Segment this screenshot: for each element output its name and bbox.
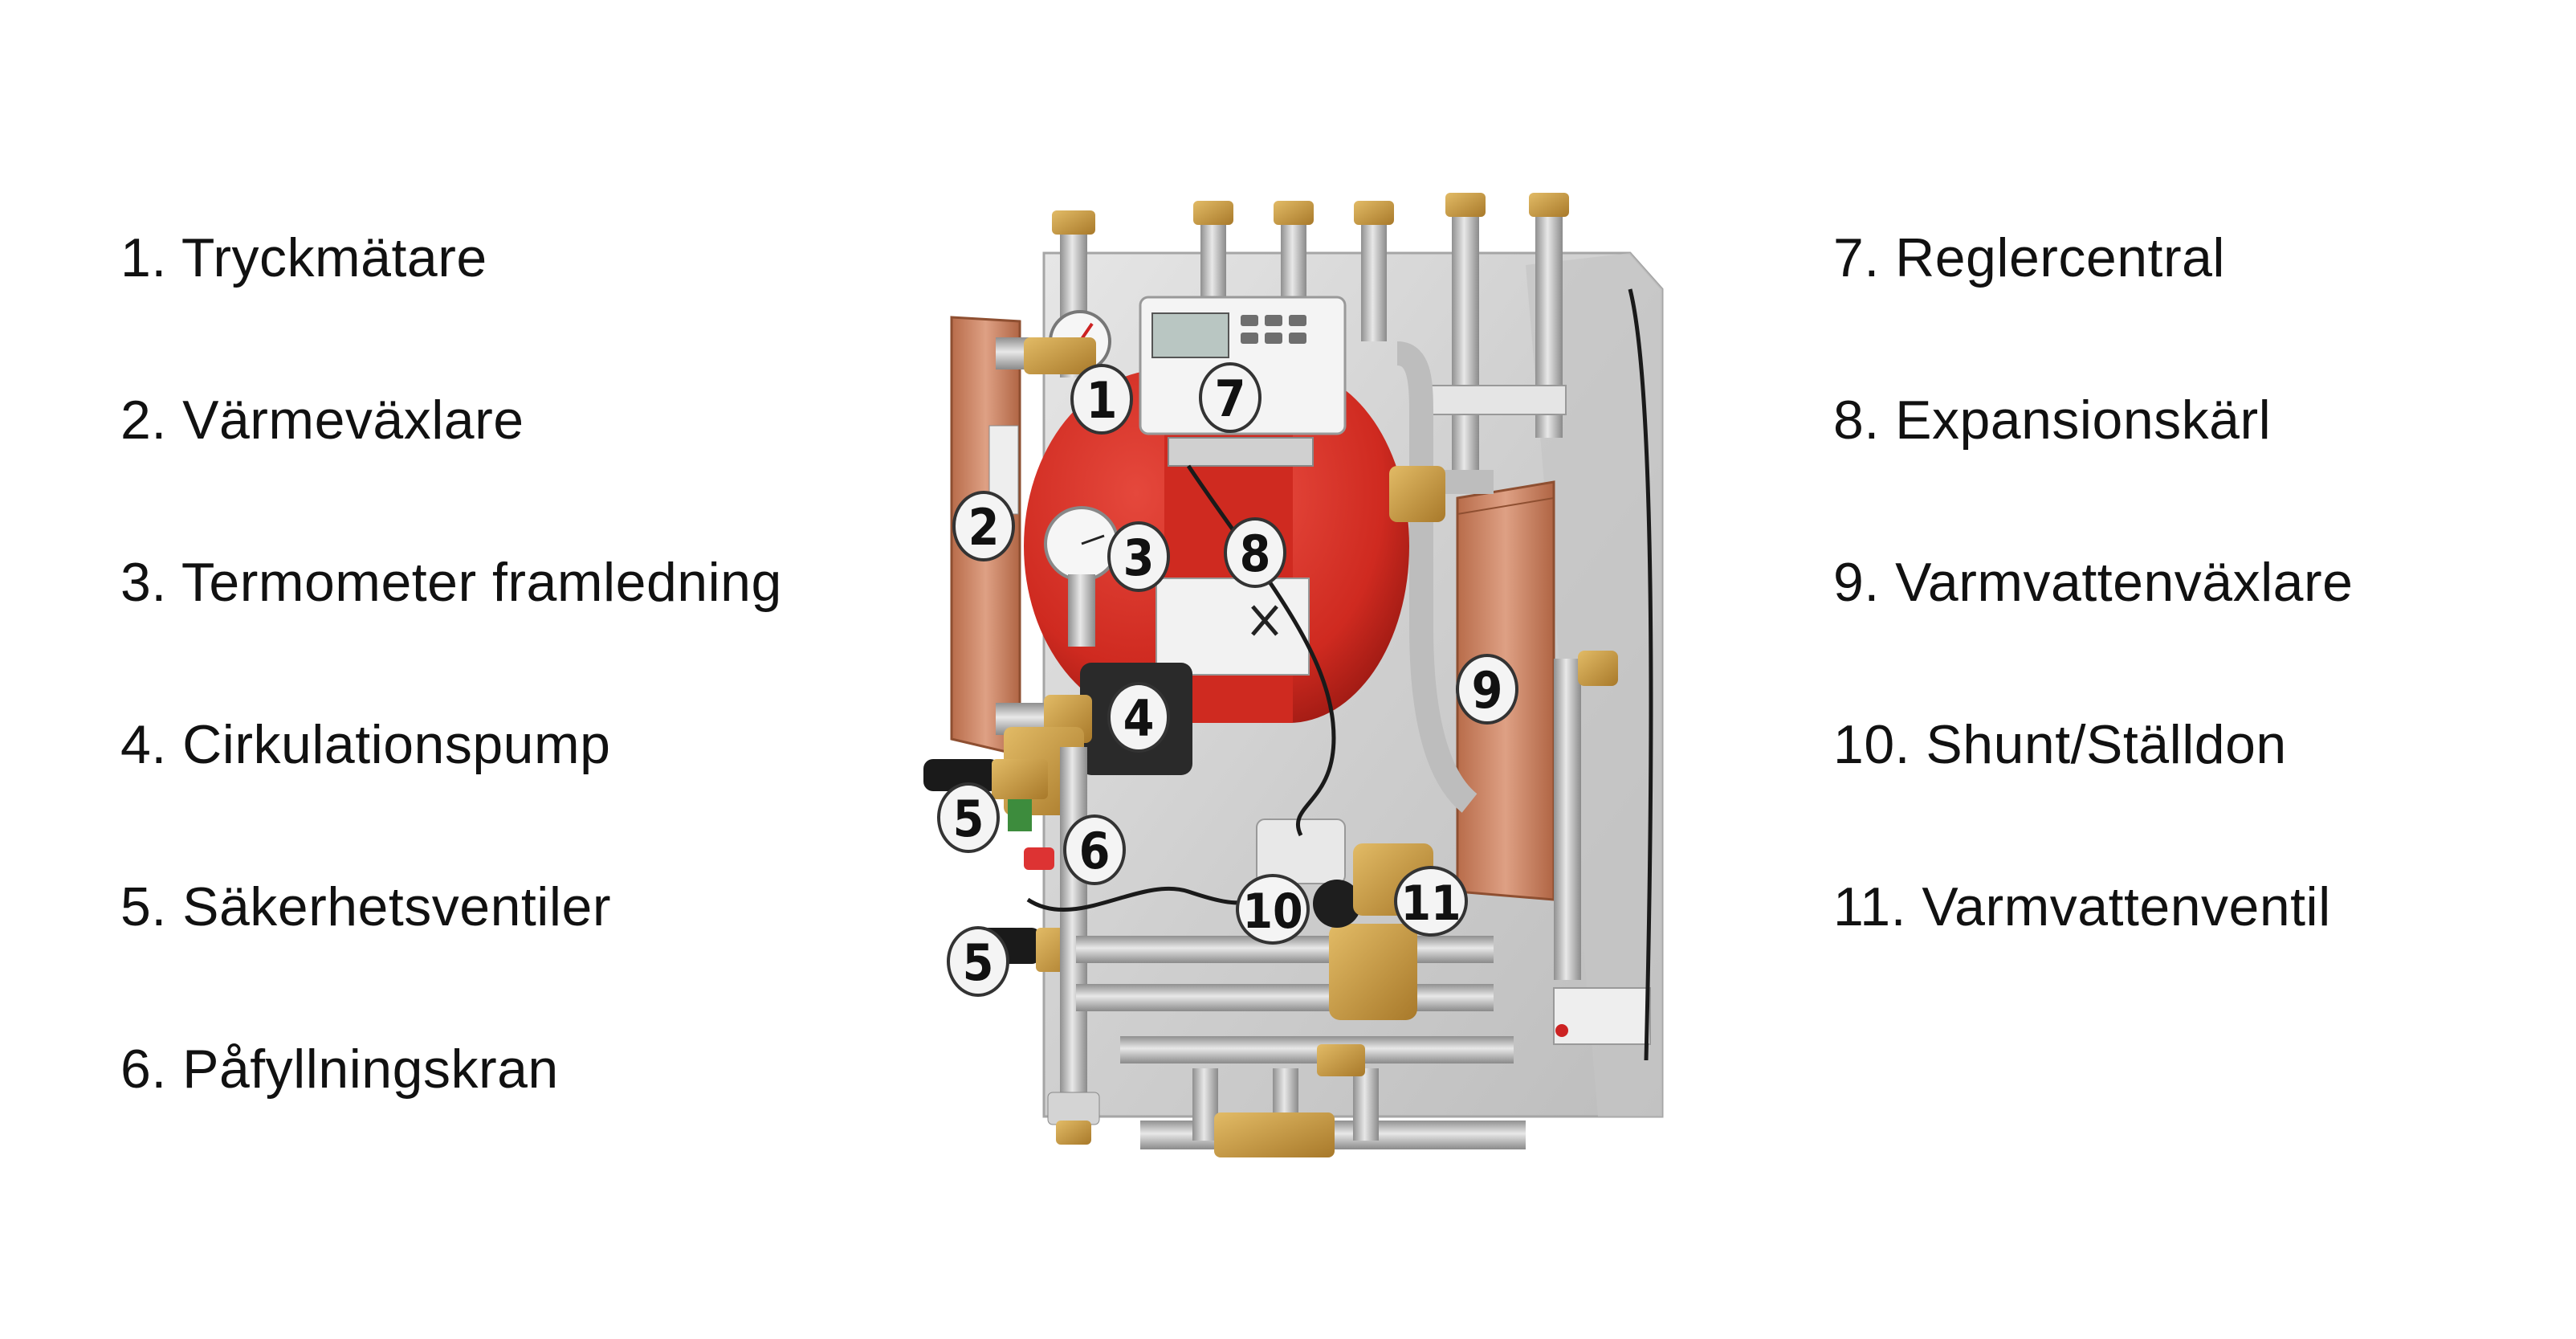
callout-6: 6 <box>1063 814 1126 885</box>
callout-4: 4 <box>1107 682 1170 753</box>
fill-valve <box>1024 847 1054 870</box>
shunt-actuator <box>1256 819 1361 928</box>
svg-text:9: 9 <box>1472 661 1503 720</box>
svg-text:5: 5 <box>963 933 994 992</box>
legend-item-shunt-stalldon: 10. Shunt/Ställdon <box>1833 714 2287 775</box>
svg-text:11: 11 <box>1400 876 1461 932</box>
callout-1: 1 <box>1070 364 1133 435</box>
svg-text:1: 1 <box>1086 371 1118 430</box>
callout-11: 11 <box>1394 866 1468 937</box>
thermometer <box>1044 506 1119 647</box>
callout-3: 3 <box>1107 521 1170 592</box>
svg-text:3: 3 <box>1123 529 1155 587</box>
callout-9: 9 <box>1456 654 1518 725</box>
callout-5b: 5 <box>947 926 1009 997</box>
pressure-gauge <box>1024 310 1111 374</box>
legend-item-tryckmatare: 1. Tryckmätare <box>120 227 487 288</box>
legend-item-termometer-framledning: 3. Termometer framledning <box>120 552 782 613</box>
svg-text:10: 10 <box>1242 884 1302 940</box>
svg-text:2: 2 <box>968 498 1000 557</box>
lower-pipe-assembly <box>1047 651 1618 1157</box>
legend-item-cirkulationspump: 4. Cirkulationspump <box>120 714 611 775</box>
svg-text:4: 4 <box>1123 689 1155 748</box>
legend-item-varmevaxlare: 2. Värmeväxlare <box>120 390 524 451</box>
callout-10: 10 <box>1236 874 1310 945</box>
callout-5a: 5 <box>937 782 1000 853</box>
legend-item-varmvattenvaxlare: 9. Varmvattenväxlare <box>1833 552 2354 613</box>
svg-text:6: 6 <box>1079 822 1111 880</box>
svg-text:8: 8 <box>1240 525 1271 583</box>
callout-7: 7 <box>1199 362 1262 433</box>
legend-item-varmvattenventil: 11. Varmvattenventil <box>1833 876 2331 937</box>
legend-item-reglercentral: 7. Reglercentral <box>1833 227 2226 288</box>
legend-item-sakerhetsventiler: 5. Säkerhetsventiler <box>120 876 611 937</box>
legend-item-pafyllningskran: 6. Påfyllningskran <box>120 1039 559 1100</box>
legend-item-expansionskarl: 8. Expansionskärl <box>1833 390 2272 451</box>
svg-text:7: 7 <box>1215 369 1246 428</box>
callout-2: 2 <box>952 491 1015 561</box>
svg-text:5: 5 <box>953 790 984 848</box>
callout-8: 8 <box>1224 517 1286 588</box>
